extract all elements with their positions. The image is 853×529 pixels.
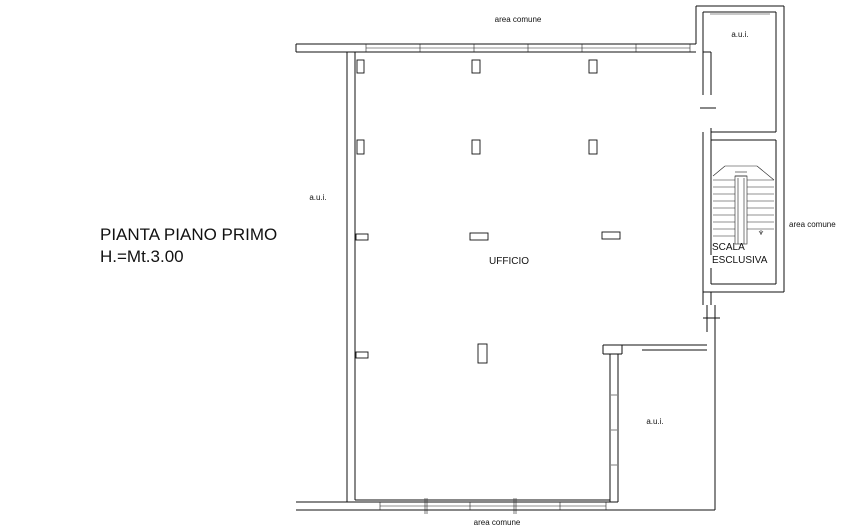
label-aui-left: a.u.i. xyxy=(309,193,326,202)
room-label-scala: SCALA xyxy=(712,242,745,253)
walls xyxy=(295,5,785,511)
columns xyxy=(355,59,621,364)
drawing-title: PIANTA PIANO PRIMO xyxy=(100,225,277,244)
ceiling-height: H.=Mt.3.00 xyxy=(100,247,184,266)
label-area-comune-bottom: area comune xyxy=(474,518,521,527)
label-area-comune-top: area comune xyxy=(495,15,542,24)
room-label-esclusiva: ESCLUSIVA xyxy=(712,255,768,266)
room-label-ufficio: UFFICIO xyxy=(489,256,529,267)
staircase xyxy=(712,165,775,245)
label-area-comune-right: area comune xyxy=(789,220,836,229)
label-aui-bottom-right: a.u.i. xyxy=(646,417,663,426)
windows xyxy=(365,13,770,514)
label-aui-top-right: a.u.i. xyxy=(731,30,748,39)
